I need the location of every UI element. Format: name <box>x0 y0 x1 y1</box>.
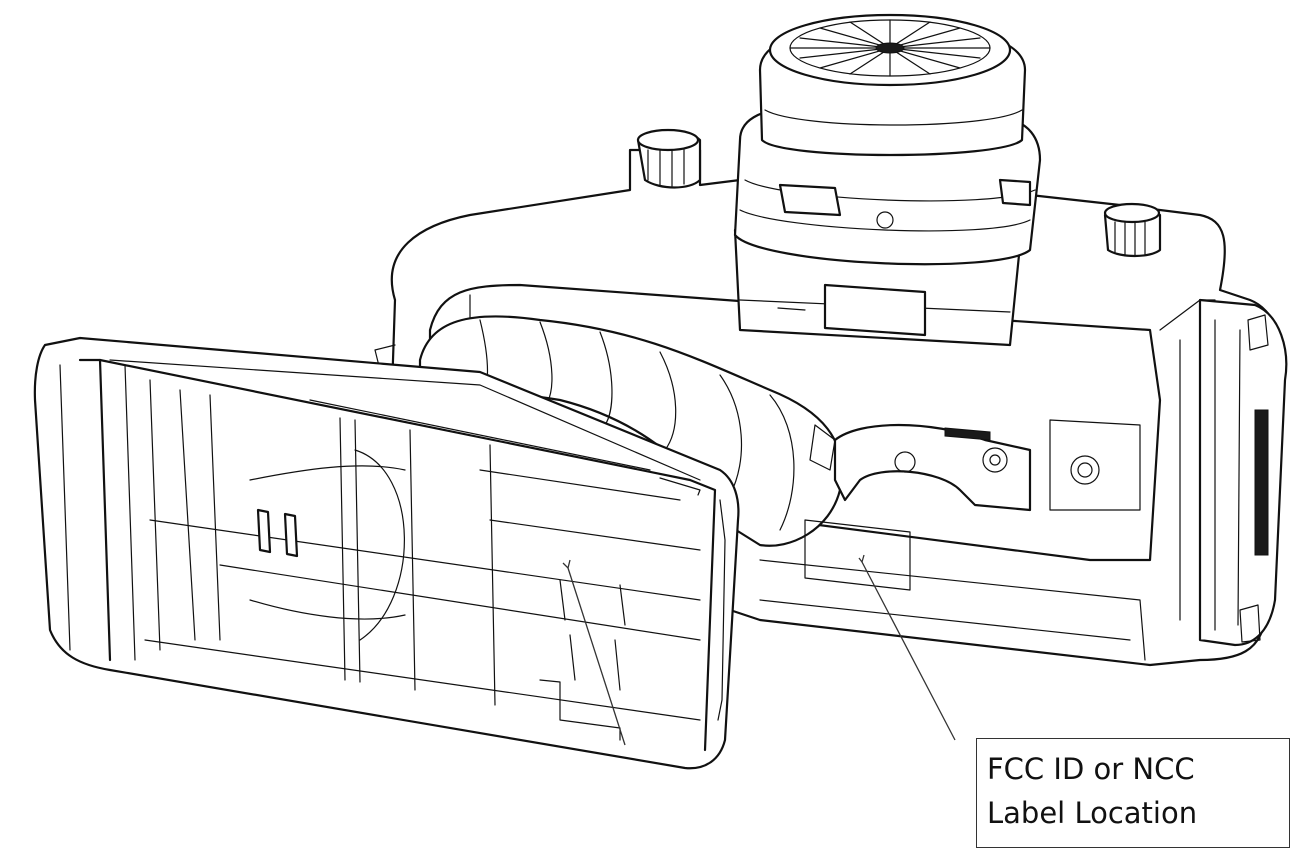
top-knobs <box>636 128 1162 258</box>
label-location-callout: FCC ID or NCC Label Location <box>976 738 1290 848</box>
label-area-housing <box>804 519 911 591</box>
fan-module <box>733 13 1042 347</box>
removed-cover-panel <box>33 336 740 770</box>
callout-text: FCC ID or NCC Label Location <box>987 752 1198 830</box>
latch-mechanism <box>809 423 1032 512</box>
right-end-cap <box>1198 298 1288 647</box>
fan-grille <box>789 19 991 77</box>
callout-pointers <box>562 554 956 746</box>
